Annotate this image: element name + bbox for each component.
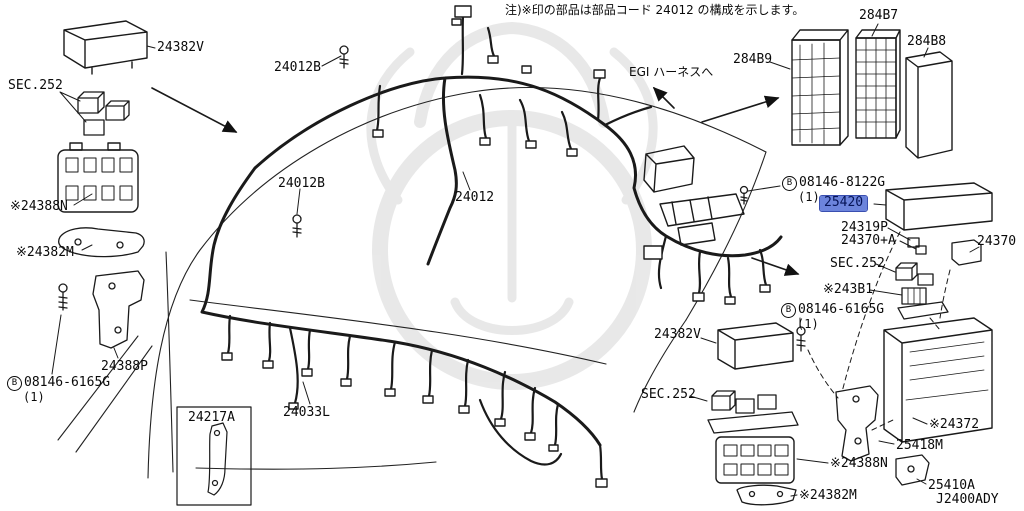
bracket-24382m-left-art: [58, 227, 145, 258]
relay-box-24382v-bottom-art: [717, 322, 794, 370]
part-label-24217a[interactable]: 24217A: [188, 410, 235, 425]
harness-art: [200, 5, 783, 488]
connector-24388n-bottom-art: [715, 436, 795, 484]
connector-terminals: [221, 5, 771, 488]
bolt-icon-6165g-left: [58, 283, 68, 311]
part-label-24388n-left[interactable]: ※24388N: [10, 199, 68, 214]
part-label-24382m-bottom[interactable]: ※24382M: [799, 488, 857, 503]
part-label-25410a[interactable]: 25410A: [928, 478, 975, 493]
part-label-284b7[interactable]: 284B7: [859, 8, 899, 23]
car-body-outline: [57, 87, 767, 479]
bracket-25418m-art: [835, 385, 879, 462]
cover-284b8-art: [905, 51, 953, 159]
circled-b-icon: B: [781, 303, 796, 318]
bolt-qty: (1): [23, 390, 45, 404]
assembly-dashed-lines: [807, 231, 951, 431]
part-label-24012b-mid[interactable]: 24012B: [278, 176, 325, 191]
part-label-24388p[interactable]: 24388P: [101, 359, 148, 374]
arrow-to-right-parts: [751, 257, 800, 276]
part-label-24382v-top[interactable]: 24382V: [157, 40, 204, 55]
part-label-24319p[interactable]: 24319P: [841, 220, 888, 235]
bracket-24382m-bottom-art: [736, 484, 797, 506]
arrow-egi-harness: [652, 86, 675, 109]
part-label-24370-a[interactable]: 24370+A: [841, 233, 896, 248]
part-label-243b1[interactable]: ※243B1: [823, 282, 874, 297]
bolt-icons: [58, 45, 806, 352]
fuse-box-24382v-top-art: [63, 20, 148, 75]
sec252-bottom-relays-art: [707, 390, 799, 434]
bolt-icon-8122g: [739, 185, 749, 205]
part-label-25420-highlighted[interactable]: 25420: [818, 195, 869, 212]
bolt-icon-24012b-mid: [292, 214, 302, 238]
circled-b-icon: B: [782, 176, 797, 191]
section-label-sec252-top-left[interactable]: SEC.252: [8, 78, 63, 93]
leader-lines: [51, 23, 980, 497]
part-label-24370[interactable]: 24370: [977, 234, 1017, 249]
part-label-24382m-left[interactable]: ※24382M: [16, 245, 74, 260]
part-label-24382v-bottom[interactable]: 24382V: [654, 327, 701, 342]
section-label-sec252-bottom[interactable]: SEC.252: [641, 387, 696, 402]
bolt-part-number: 08146-8122G: [799, 175, 886, 190]
fuse-box-284b9-art: [791, 29, 849, 146]
part-label-24372[interactable]: ※24372: [929, 417, 980, 432]
fuse-box-284b7-art: [855, 29, 901, 139]
egi-harness-note: EGI ハーネスへ: [629, 65, 714, 79]
diagram-note: 注)※印の部品は部品コード 24012 の構成を示します。: [505, 3, 805, 17]
part-label-24388n-bottom[interactable]: ※24388N: [830, 456, 888, 471]
bolt-part-number: 08146-6165G: [798, 302, 885, 317]
part-label-284b9[interactable]: 284B9: [733, 52, 773, 67]
bolt-part-number: 08146-6165G: [24, 375, 111, 390]
circled-b-icon: B: [7, 376, 22, 391]
sec252-top-left-relays-art: [77, 91, 130, 136]
relay-box-25420-art: [885, 182, 993, 231]
part-box-24217a-art: [176, 406, 252, 506]
center-connector-blocks: [643, 145, 745, 246]
sec252-right-relays-art: [895, 262, 949, 320]
arrow-to-harness-left: [151, 87, 238, 133]
bolt-icon-6165g-right: [796, 326, 806, 352]
bracket-24388p-art: [92, 270, 145, 349]
part-label-24012[interactable]: 24012: [455, 190, 495, 205]
diagram-code: J2400ADY: [936, 492, 999, 507]
part-24370-art: [907, 237, 982, 266]
bolt-qty: (1): [798, 190, 820, 204]
connector-24388n-left-art: [57, 142, 139, 213]
part-label-24012b-top[interactable]: 24012B: [274, 60, 321, 75]
direction-arrows: [151, 86, 800, 276]
bracket-25410a-art: [895, 454, 930, 486]
section-label-sec252-right[interactable]: SEC.252: [830, 256, 885, 271]
part-label-284b8[interactable]: 284B8: [907, 34, 947, 49]
part-label-24033l[interactable]: 24033L: [283, 405, 330, 420]
arrow-to-fuse-boxes: [701, 95, 780, 123]
bolt-icon-24012b-top: [339, 45, 349, 69]
bolt-qty: (1): [797, 317, 819, 331]
part-label-25418m[interactable]: 25418M: [896, 438, 943, 453]
ecu-24372-art: [883, 317, 993, 443]
